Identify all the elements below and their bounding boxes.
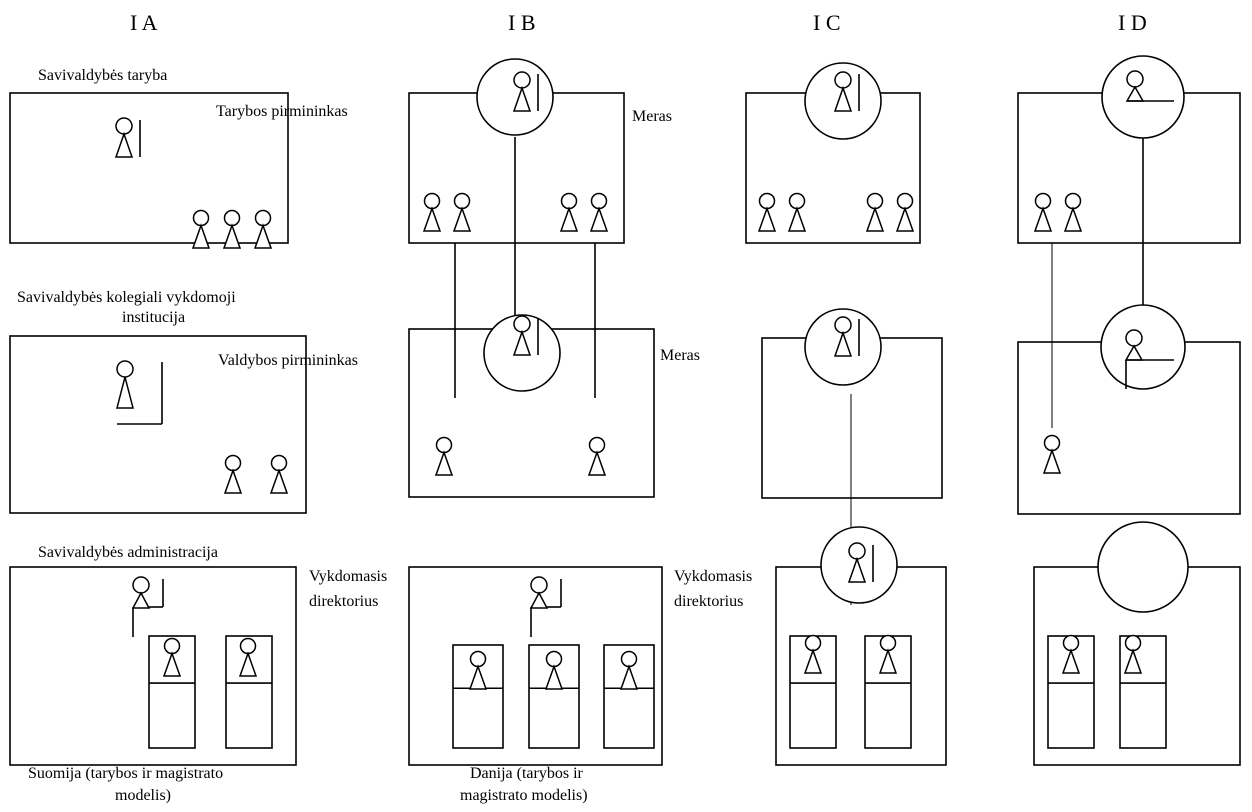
administration-label: Savivaldybės administracija: [38, 544, 218, 561]
ia-department-unit: [148, 635, 196, 749]
ia-board-member-icon: [269, 454, 289, 494]
figures-layer: [114, 55, 1186, 749]
ia-council-chair-icon: [114, 117, 141, 158]
ib-mayor-circle: [476, 58, 554, 136]
ib-board-member-icon: [434, 436, 454, 476]
caption-ib-line1: Danija (tarybos ir: [470, 765, 584, 782]
ic-council-member-icon: [895, 192, 915, 232]
ib-department-head-icon: [619, 650, 639, 690]
ib-administration-box: [408, 566, 663, 766]
ib-department-head-icon: [468, 650, 488, 690]
id-mayor-icon: [1125, 70, 1174, 102]
column-header-ia: I A: [130, 10, 158, 35]
exec-director-label-c-1: Vykdomasis: [674, 568, 752, 585]
exec-director-label-a-1: Vykdomasis: [309, 568, 387, 585]
id-empty-director-circle: [1097, 521, 1189, 613]
ia-department-head-icon: [238, 637, 258, 677]
caption-ib-line2: magistrato modelis): [460, 787, 588, 804]
ia-collegial-body-box: [9, 335, 307, 514]
id-department-head-icon: [1061, 634, 1081, 674]
ia-board-chair-icon: [116, 360, 163, 425]
ia-department-head-icon: [162, 637, 182, 677]
ia-council-member-icon: [222, 209, 242, 249]
ia-council-box: [9, 92, 289, 244]
ic-council-member-icon: [787, 192, 807, 232]
ib-board-mayor-icon: [512, 315, 539, 356]
ib-council-member-icon: [452, 192, 472, 232]
exec-director-label-c-2: direktorius: [674, 593, 743, 610]
ic-board-mayor-icon: [833, 316, 860, 357]
ib-council-member-icon: [589, 192, 609, 232]
id-department-unit: [1119, 635, 1167, 749]
exec-director-label-a-2: direktorius: [309, 593, 378, 610]
ia-department-unit: [225, 635, 273, 749]
mayor-label-board: Meras: [660, 347, 700, 364]
ib-exec-director-icon: [529, 576, 562, 637]
id-council-member-icon: [1033, 192, 1053, 232]
id-board-member-icon: [1042, 434, 1062, 474]
ic-council-member-icon: [865, 192, 885, 232]
id-board-mayor-icon: [1124, 329, 1174, 389]
id-mayor-circle: [1101, 55, 1185, 139]
mayor-label-council: Meras: [632, 108, 672, 125]
ia-administration-box: [9, 566, 297, 766]
ia-exec-director-icon: [131, 576, 164, 637]
column-header-ic: I C: [813, 10, 841, 35]
board-chair-label: Valdybos pirmininkas: [218, 352, 358, 369]
council-chair-label: Tarybos pirmininkas: [216, 103, 348, 120]
caption-ia-line2: modelis): [115, 787, 171, 804]
column-header-ib: I B: [508, 10, 536, 35]
caption-ia-line1: Suomija (tarybos ir magistrato: [28, 765, 223, 782]
ia-council-member-icon: [253, 209, 273, 249]
ic-department-head-icon: [878, 634, 898, 674]
ib-department-head-icon: [544, 650, 564, 690]
id-council-member-icon: [1063, 192, 1083, 232]
id-department-head-icon: [1123, 634, 1143, 674]
column-header-id: I D: [1118, 10, 1147, 35]
collegial-body-label-2: institucija: [122, 309, 185, 326]
collegial-body-label-1: Savivaldybės kolegiali vykdomoji: [17, 289, 236, 306]
id-mayor-board-circle: [1100, 304, 1186, 390]
ib-mayor-icon: [512, 71, 539, 112]
ia-council-member-icon: [191, 209, 211, 249]
ib-board-member-icon: [587, 436, 607, 476]
ic-department-head-icon: [803, 634, 823, 674]
ic-council-member-icon: [757, 192, 777, 232]
council-label: Savivaldybės taryba: [38, 67, 167, 84]
ia-board-member-icon: [223, 454, 243, 494]
ib-council-member-icon: [422, 192, 442, 232]
ic-exec-director-icon: [847, 542, 874, 583]
ic-mayor-icon: [833, 71, 860, 112]
ib-council-member-icon: [559, 192, 579, 232]
